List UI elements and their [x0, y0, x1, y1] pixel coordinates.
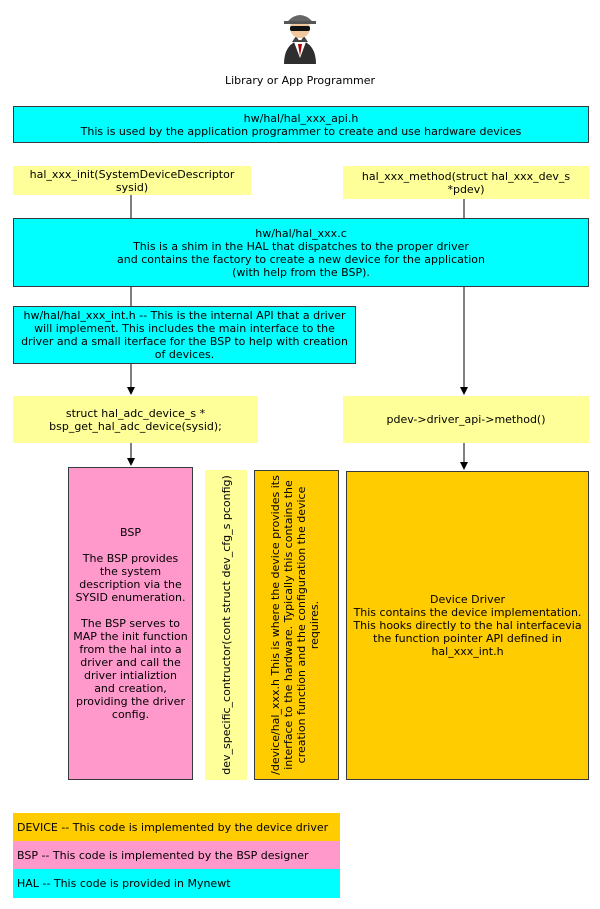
legend-hal-text: HAL -- This code is provided in Mynewt — [17, 877, 231, 890]
constructor-label: dev_specific_contructor(cont struct dev_… — [219, 475, 233, 775]
bsp-desc-1: The BSP provides the system description … — [75, 552, 186, 604]
internal-api-box: hw/hal/hal_xxx_int.h -- This is the inte… — [13, 306, 356, 364]
device-driver-desc: This contains the device implementation.… — [353, 606, 582, 658]
api-header-title: hw/hal/hal_xxx_api.h — [243, 111, 359, 125]
actor-label: Library or App Programmer — [224, 74, 376, 87]
hal-shim-title: hw/hal/hal_xxx.c — [255, 226, 347, 240]
internal-api-text: hw/hal/hal_xxx_int.h -- This is the inte… — [21, 309, 348, 361]
legend-bsp-text: BSP -- This code is implemented by the B… — [17, 849, 309, 862]
hal-shim-desc: This is a shim in the HAL that dispatche… — [117, 239, 485, 279]
constructor-box: dev_specific_contructor(cont struct dev_… — [205, 470, 247, 780]
device-header-box: /device/hal_xxx.h This is where the devi… — [254, 470, 339, 780]
api-header-box: hw/hal/hal_xxx_api.h This is used by the… — [13, 106, 589, 143]
device-driver-box: Device Driver This contains the device i… — [346, 471, 589, 780]
actor: Library or App Programmer — [220, 6, 380, 90]
driver-api-box: pdev->driver_api->method() — [343, 396, 589, 443]
bsp-title: BSP — [120, 526, 141, 539]
bsp-desc-2: The BSP serves to MAP the init function … — [73, 617, 188, 721]
method-call-label: hal_xxx_method(struct hal_xxx_dev_s *pde… — [361, 169, 571, 196]
device-driver-title: Device Driver — [430, 593, 505, 606]
legend-hal: HAL -- This code is provided in Mynewt — [13, 869, 340, 898]
bsp-box: BSP The BSP provides the system descript… — [68, 467, 193, 780]
bsp-get-box: struct hal_adc_device_s * bsp_get_hal_ad… — [13, 396, 258, 443]
spy-programmer-icon — [284, 15, 316, 64]
legend-device-text: DEVICE -- This code is implemented by th… — [17, 821, 329, 834]
legend-bsp: BSP -- This code is implemented by the B… — [13, 841, 340, 870]
device-header-text: /device/hal_xxx.h This is where the devi… — [269, 475, 321, 775]
driver-api-label: pdev->driver_api->method() — [386, 413, 546, 426]
api-header-desc: This is used by the application programm… — [80, 124, 522, 138]
init-call-label: hal_xxx_init(SystemDeviceDescriptor sysi… — [29, 167, 235, 194]
legend-device: DEVICE -- This code is implemented by th… — [13, 813, 340, 842]
init-call-box: hal_xxx_init(SystemDeviceDescriptor sysi… — [13, 166, 251, 195]
bsp-get-label: struct hal_adc_device_s * bsp_get_hal_ad… — [49, 406, 222, 433]
method-call-box: hal_xxx_method(struct hal_xxx_dev_s *pde… — [343, 166, 589, 199]
hal-shim-box: hw/hal/hal_xxx.c This is a shim in the H… — [13, 218, 589, 287]
